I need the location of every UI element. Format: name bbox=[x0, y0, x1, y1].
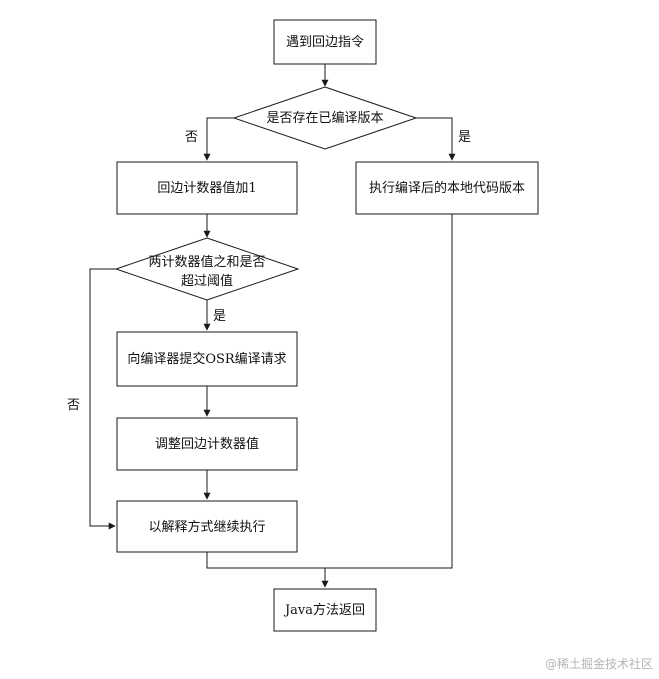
node-check-threshold-label-2: 超过阈值 bbox=[181, 273, 233, 289]
edge-native-to-return bbox=[325, 214, 453, 569]
node-java-return: Java方法返回 bbox=[273, 588, 377, 632]
node-start-label: 遇到回边指令 bbox=[286, 35, 364, 50]
node-check-threshold: 两计数器值之和是否 超过阈值 bbox=[114, 237, 300, 301]
edge-check-yes bbox=[416, 117, 456, 161]
node-increment-counter: 回边计数器值加1 bbox=[116, 161, 298, 215]
node-start: 遇到回边指令 bbox=[273, 19, 377, 65]
node-check-compiled-label: 是否存在已编译版本 bbox=[266, 111, 383, 126]
edge-label-yes-threshold: 是 bbox=[213, 309, 226, 324]
node-submit-osr: 向编译器提交OSR编译请求 bbox=[116, 331, 298, 387]
edge-label-no-compiled: 否 bbox=[185, 130, 198, 145]
edge-check-no bbox=[203, 117, 234, 161]
node-continue-interp-label: 以解释方式继续执行 bbox=[148, 519, 265, 535]
watermark-text: @稀土掘金技术社区 bbox=[545, 656, 653, 671]
edge-label-no-threshold: 否 bbox=[67, 398, 80, 413]
node-adjust-counter-label: 调整回边计数器值 bbox=[155, 436, 259, 452]
node-continue-interp: 以解释方式继续执行 bbox=[116, 500, 298, 553]
node-execute-native-label: 执行编译后的本地代码版本 bbox=[369, 180, 525, 196]
edge-continue-to-return bbox=[206, 552, 329, 588]
node-submit-osr-label: 向编译器提交OSR编译请求 bbox=[127, 351, 286, 367]
node-execute-native: 执行编译后的本地代码版本 bbox=[355, 161, 539, 215]
node-java-return-label: Java方法返回 bbox=[283, 602, 365, 618]
edges bbox=[89, 64, 456, 588]
edge-label-yes-compiled: 是 bbox=[458, 130, 471, 145]
node-check-compiled: 是否存在已编译版本 bbox=[232, 86, 418, 150]
edge-threshold-no bbox=[89, 268, 116, 530]
node-adjust-counter: 调整回边计数器值 bbox=[116, 417, 298, 471]
node-increment-counter-label: 回边计数器值加1 bbox=[157, 180, 256, 196]
node-check-threshold-label-1: 两计数器值之和是否 bbox=[148, 254, 265, 270]
